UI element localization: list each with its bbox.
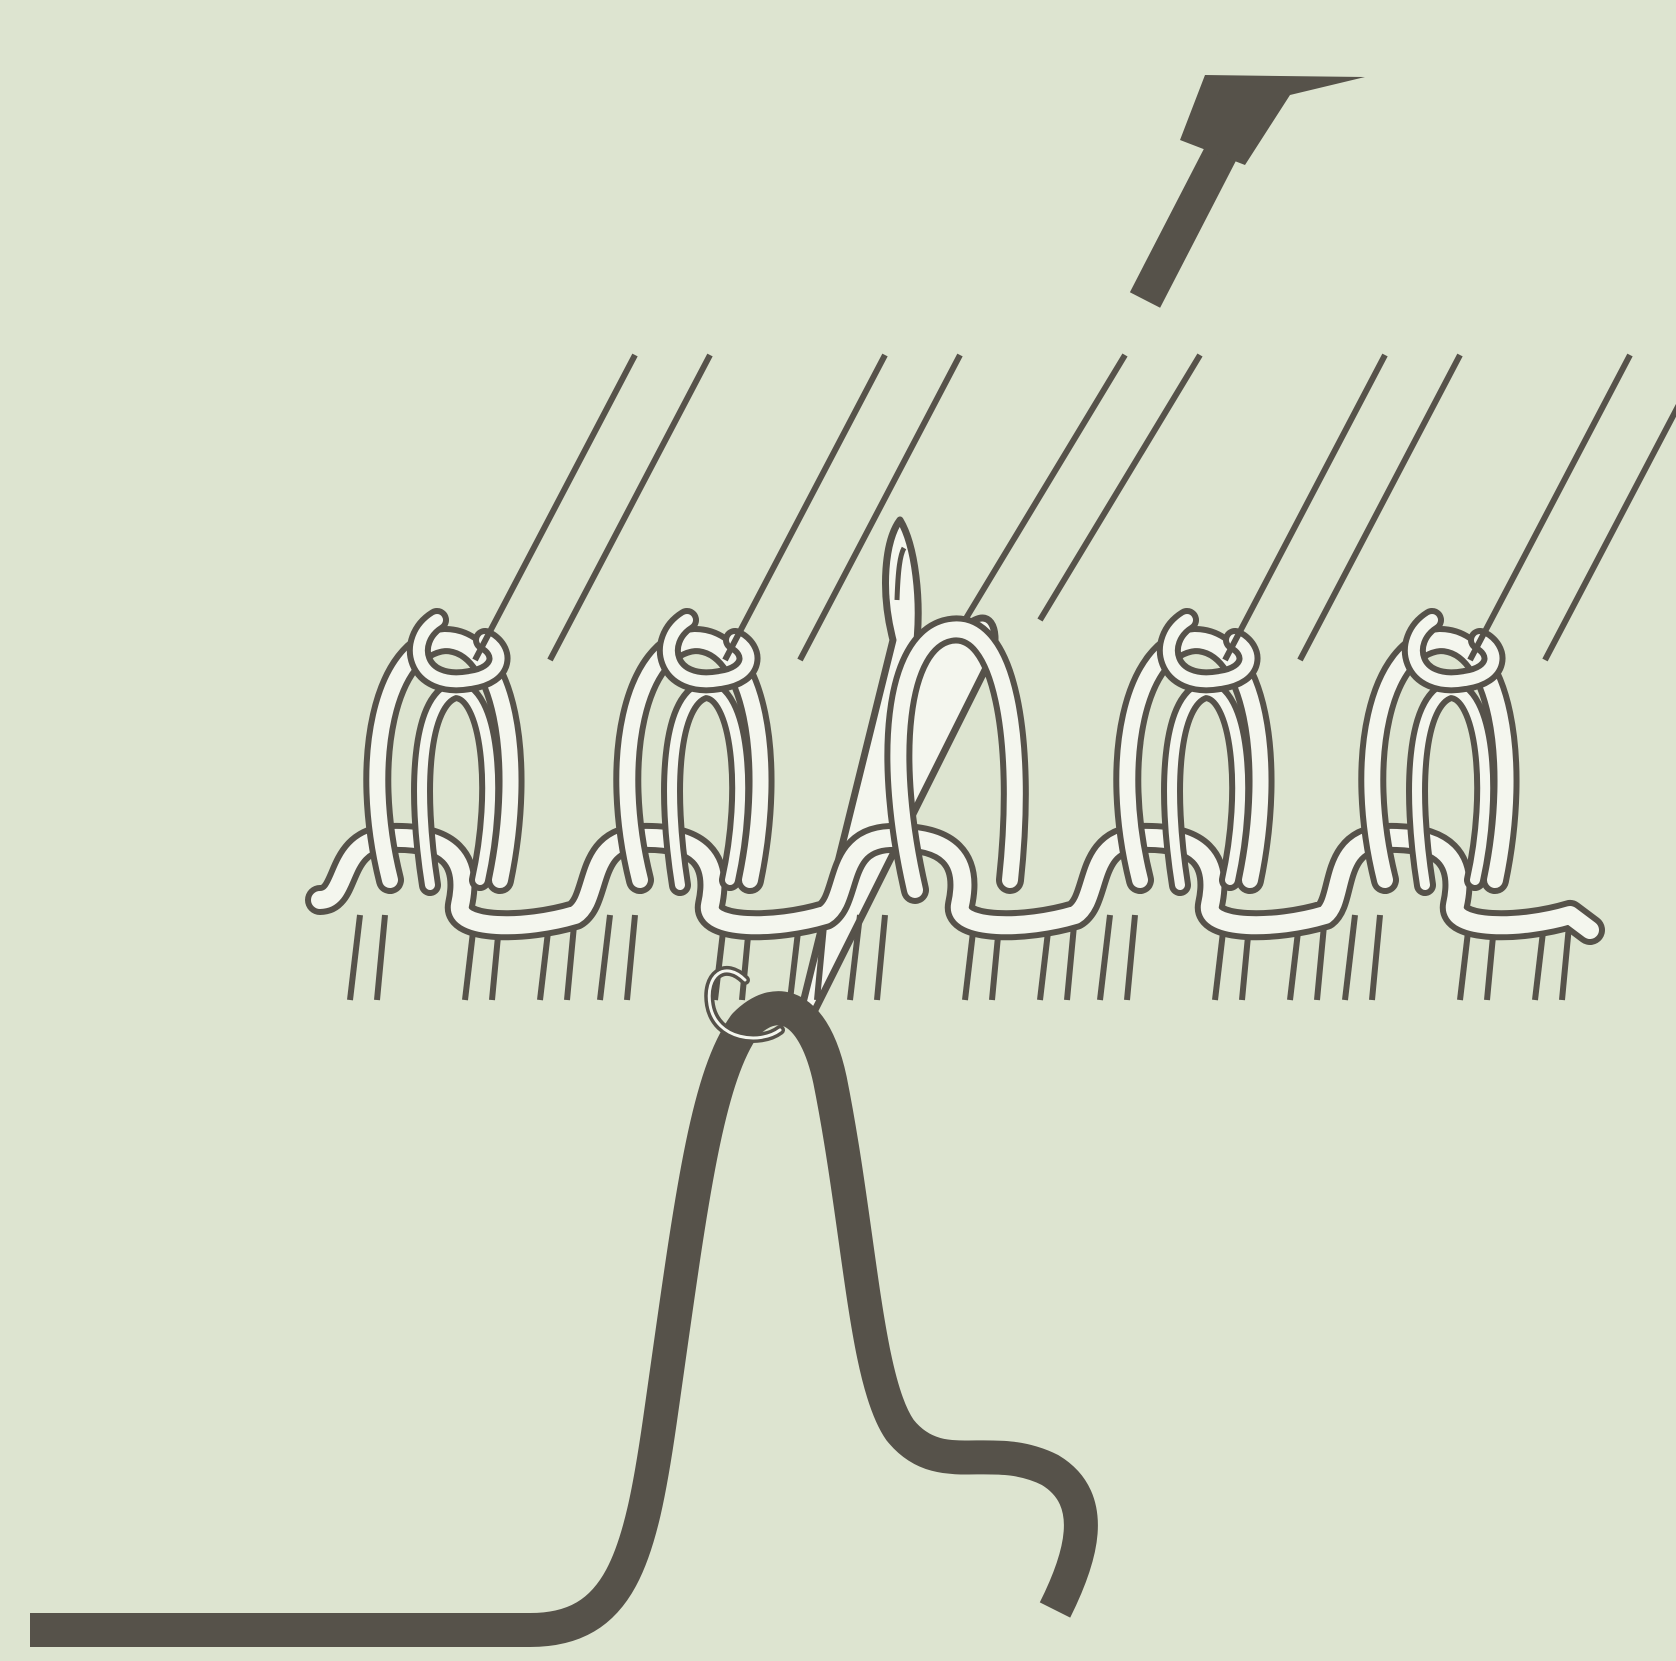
needle-strand	[725, 355, 885, 660]
needle-strand	[800, 355, 960, 660]
stitch-leg	[350, 915, 385, 1000]
needle-strand	[965, 355, 1125, 620]
up-right-arrow-icon	[1145, 75, 1365, 300]
stitch-leg	[1100, 915, 1135, 1000]
stitch-leg	[600, 915, 635, 1000]
needle-strand	[1545, 355, 1676, 660]
needle-strand	[1470, 355, 1630, 660]
stitch-leg	[1345, 915, 1380, 1000]
needle-strand	[1040, 355, 1200, 620]
knit-stitches	[320, 355, 1676, 1000]
needle-strand	[475, 355, 635, 660]
needle-strand	[1225, 355, 1385, 660]
working-yarn	[30, 971, 1081, 1630]
